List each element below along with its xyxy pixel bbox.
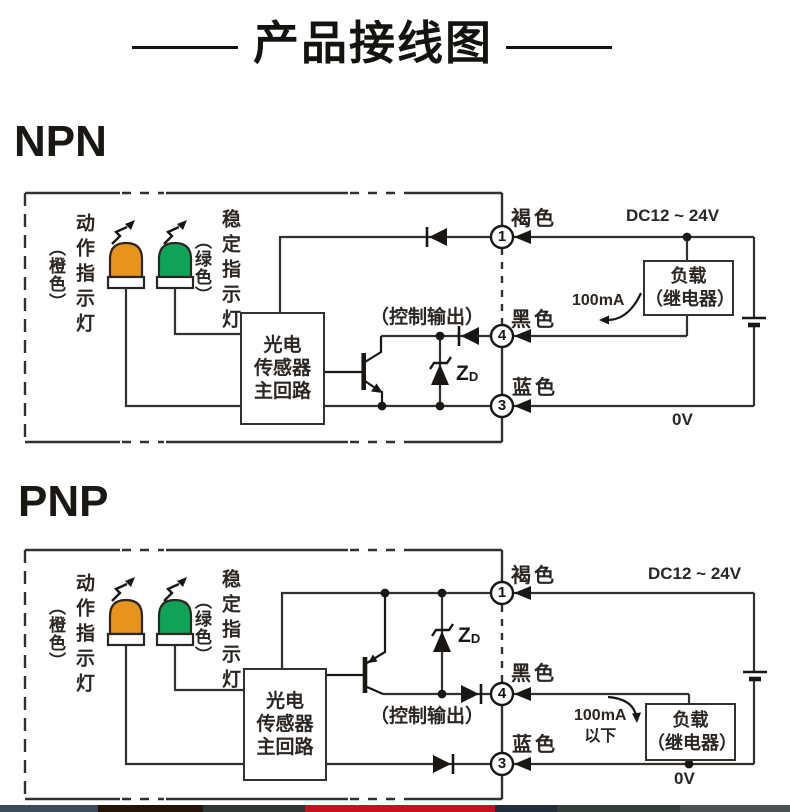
npn-sensor-main-circuit-box: 光电 传感器 主回路 xyxy=(240,312,325,425)
pnp-junction-dots xyxy=(380,588,694,769)
pnp-wire-label-black: 黑色 xyxy=(511,663,557,685)
npn-load-box: 负载 （继电器） xyxy=(643,260,735,316)
strip-segment xyxy=(680,805,790,812)
pnp-wire-label-blue: 蓝色 xyxy=(512,734,558,756)
npn-junction-dots xyxy=(377,232,692,411)
pnp-current-label: 100mA 以下 xyxy=(574,707,627,745)
pnp-action-indicator-label: 动作指示灯 xyxy=(73,573,94,698)
npn-control-output-label: （控制输出） xyxy=(370,307,485,328)
flash-arrow-icon xyxy=(111,220,135,245)
title-rule-right xyxy=(506,46,612,49)
npn-current-label: 100mA xyxy=(572,292,625,309)
bottom-photo-strip xyxy=(0,805,790,812)
flash-arrow-icon xyxy=(163,220,187,245)
npn-terminal-3: 3 xyxy=(497,397,507,414)
npn-zero-volt-label: 0V xyxy=(672,410,693,429)
pnp-sensor-main-circuit-box: 光电 传感器 主回路 xyxy=(243,668,327,781)
pnp-zener-icon xyxy=(431,623,454,652)
strip-segment xyxy=(203,805,305,812)
pnp-action-indicator-color: （橙色） xyxy=(46,598,65,670)
pnp-current-arrow xyxy=(607,695,641,723)
pnp-load-box: 负载 （继电器） xyxy=(645,703,737,761)
pnp-control-output-label: （控制输出） xyxy=(370,706,485,727)
strip-segment xyxy=(557,805,680,812)
pnp-terminal-1: 1 xyxy=(497,584,507,601)
strip-segment xyxy=(0,805,98,812)
pnp-stable-indicator-label: 稳定指示灯 xyxy=(219,569,240,694)
npn-supply-voltage-label: DC12 ~ 24V xyxy=(626,206,720,225)
pnp-blue-diode-icon xyxy=(433,754,455,774)
title-rule-left xyxy=(132,46,238,49)
pnp-transistor-icon xyxy=(323,593,387,696)
flash-arrow-icon xyxy=(111,577,135,602)
npn-heading: NPN xyxy=(14,117,107,166)
pnp-battery-icon xyxy=(743,670,767,682)
pnp-green-led-icon xyxy=(155,598,195,647)
npn-current-arrow xyxy=(599,292,642,325)
pnp-terminal-3: 3 xyxy=(497,755,507,772)
npn-battery-icon xyxy=(742,316,766,328)
pnp-stable-indicator-color: （绿色） xyxy=(192,592,211,664)
npn-terminals xyxy=(489,224,531,419)
npn-zener-icon xyxy=(429,356,452,385)
npn-output-diode-icon xyxy=(457,326,479,346)
npn-green-led-icon xyxy=(155,241,195,290)
pnp-heading: PNP xyxy=(18,477,109,526)
npn-orange-led-icon xyxy=(106,241,146,290)
pnp-enclosure-border xyxy=(23,548,504,801)
npn-stable-indicator-label: 稳定指示灯 xyxy=(219,209,240,334)
npn-action-indicator-color: （橙色） xyxy=(46,239,65,311)
npn-terminal-1: 1 xyxy=(497,228,507,245)
strip-segment-red xyxy=(305,805,495,812)
strip-segment xyxy=(495,805,557,812)
npn-transistor-icon xyxy=(321,336,384,406)
npn-wire-label-blue: 蓝色 xyxy=(512,377,558,399)
npn-wire-label-brown: 褐色 xyxy=(511,208,557,230)
npn-stable-indicator-color: （绿色） xyxy=(192,232,211,304)
pnp-terminals xyxy=(489,580,531,777)
npn-action-indicator-label: 动作指示灯 xyxy=(73,213,94,338)
pnp-zero-volt-label: 0V xyxy=(674,769,695,788)
flash-arrow-icon xyxy=(163,577,187,602)
npn-terminal-4: 4 xyxy=(497,327,507,344)
pnp-wire-label-brown: 褐色 xyxy=(511,565,557,587)
pnp-supply-voltage-label: DC12 ~ 24V xyxy=(648,564,742,583)
pnp-orange-led-icon xyxy=(106,598,146,647)
npn-wires xyxy=(124,235,756,408)
pnp-output-diode-icon xyxy=(461,684,483,704)
npn-supply-diode-icon xyxy=(425,227,447,247)
strip-segment xyxy=(98,805,203,812)
page-title: 产品接线图 xyxy=(253,17,493,69)
pnp-terminal-4: 4 xyxy=(497,685,507,702)
npn-wire-label-black: 黑色 xyxy=(511,309,557,331)
